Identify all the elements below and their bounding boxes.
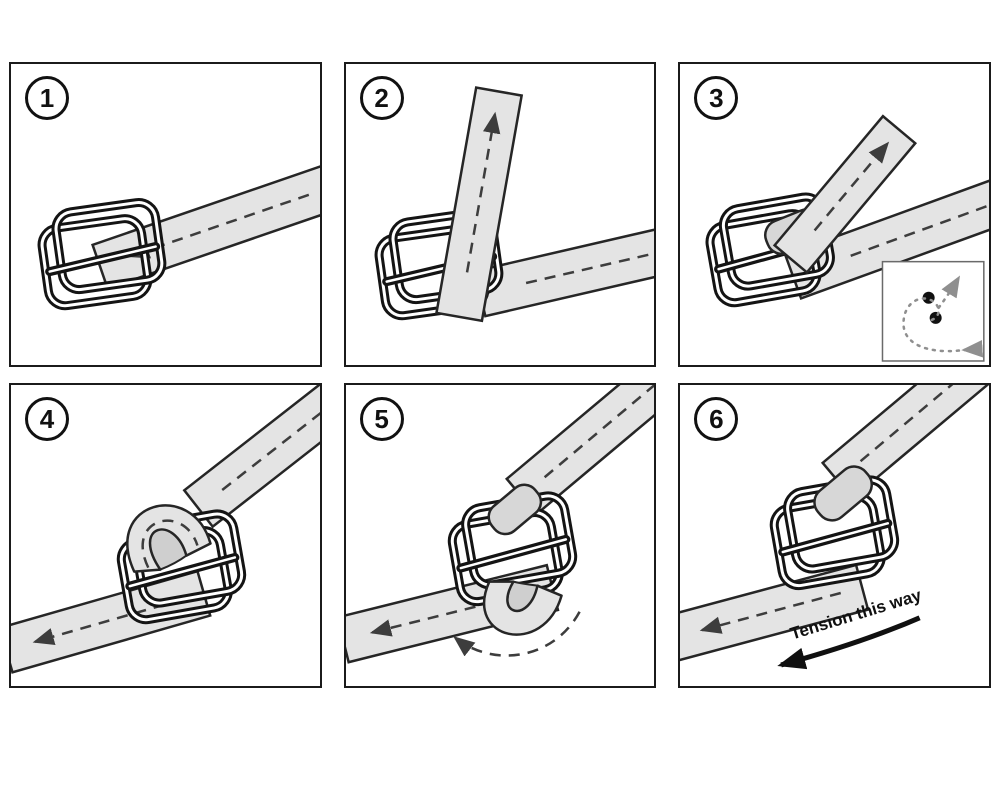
feed-direction-arrow-icon [700, 591, 842, 634]
step-panel-1: 1 [9, 62, 322, 367]
strap-upper [182, 385, 320, 529]
threading-path-icon [902, 297, 977, 353]
strap-loop [482, 580, 563, 636]
tension-direction-arrow-icon [777, 615, 921, 670]
step-number-badge: 4 [25, 397, 69, 441]
steps-grid: 1 2 [9, 62, 991, 688]
step-number-badge: 3 [694, 76, 739, 120]
threading-detail-inset [882, 260, 985, 362]
step-number-badge: 1 [25, 76, 69, 120]
step-panel-2: 2 [343, 62, 657, 367]
step-number-badge: 6 [694, 397, 739, 441]
strap [91, 163, 320, 291]
step-number-badge: 5 [359, 397, 404, 441]
wire-cross-section-dot [929, 311, 943, 324]
step-panel-4: 4 [9, 383, 322, 688]
strap [680, 563, 870, 662]
step-panel-3: 3 [678, 62, 991, 367]
step-1-illustration [11, 163, 320, 365]
entry-direction-arrow-icon [961, 340, 984, 358]
step-2-illustration [346, 86, 655, 365]
step-6-illustration: Tension this way [680, 385, 989, 670]
strap-loop [126, 504, 212, 573]
step-4-illustration [11, 385, 320, 674]
step-number-badge: 2 [359, 76, 404, 120]
feed-direction-arrow-icon [465, 111, 500, 273]
strap [11, 569, 212, 674]
step-5-illustration [345, 385, 655, 664]
strap-tail [434, 86, 523, 323]
step-3-illustration [680, 114, 989, 362]
step-panel-6: 6 Tension this way [678, 383, 991, 688]
step-panel-5: 5 [343, 383, 657, 688]
exit-direction-arrow-icon [937, 275, 961, 310]
strap-wrap-roll [813, 465, 874, 522]
strap-wrap-roll [487, 483, 542, 536]
strap-tail [773, 114, 918, 275]
